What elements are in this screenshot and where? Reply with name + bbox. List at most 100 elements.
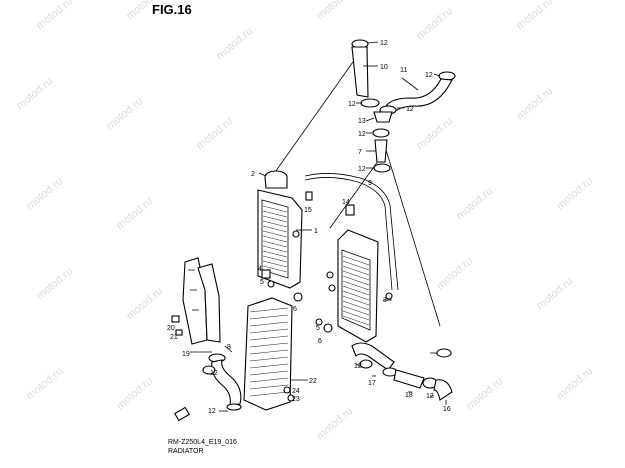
callout-12: 12 bbox=[354, 363, 362, 370]
radiator-shroud-19 bbox=[171, 257, 221, 345]
watermark-text: motod.ru bbox=[454, 185, 495, 222]
collar-5b bbox=[315, 318, 323, 326]
washer-21 bbox=[175, 329, 183, 336]
figure-name: RADIATOR bbox=[168, 448, 204, 455]
callout-2: 2 bbox=[251, 171, 255, 178]
callout-6: 6 bbox=[318, 338, 322, 345]
callout-12: 12 bbox=[210, 370, 218, 377]
callout-5: 5 bbox=[260, 279, 264, 286]
callout-7: 7 bbox=[358, 149, 362, 156]
collar-5 bbox=[267, 280, 275, 288]
joint-13 bbox=[373, 111, 393, 123]
watermark-text: motod.ru bbox=[214, 25, 255, 62]
bolt-20 bbox=[171, 315, 180, 323]
watermark-text: motod.ru bbox=[34, 265, 75, 302]
callout-12: 12 bbox=[425, 72, 433, 79]
bolt-right-radiator-c bbox=[385, 292, 393, 300]
callout-6: 6 bbox=[293, 306, 297, 313]
hose-clamp-12-lr-a bbox=[359, 359, 373, 369]
fitting-14 bbox=[345, 204, 355, 216]
watermark-text: motod.ru bbox=[114, 375, 155, 412]
callout-3: 3 bbox=[383, 297, 387, 304]
hose-clamp-12-mid bbox=[360, 98, 380, 108]
watermark-text: motod.ru bbox=[414, 5, 455, 42]
callout-9: 9 bbox=[368, 180, 372, 187]
callout-12: 12 bbox=[358, 166, 366, 173]
callout-12: 12 bbox=[426, 393, 434, 400]
radiator-left-1 bbox=[257, 189, 355, 289]
watermark-text: motod.ru bbox=[414, 115, 455, 152]
callout-14: 14 bbox=[342, 199, 350, 206]
callout-17: 17 bbox=[368, 380, 376, 387]
radiator-right-3 bbox=[326, 229, 393, 343]
figure-title: FIG.16 bbox=[152, 2, 192, 17]
callout-5: 5 bbox=[316, 325, 320, 332]
bolt-left-radiator bbox=[292, 230, 300, 238]
watermark-text: motod.ru bbox=[434, 255, 475, 292]
hose-clamp-12-ll-lower bbox=[226, 403, 242, 411]
callout-19: 19 bbox=[182, 351, 190, 358]
callout-12: 12 bbox=[348, 101, 356, 108]
hose-clamp-12-lower bbox=[372, 128, 390, 138]
upper-hose-assembly bbox=[351, 39, 456, 173]
callout-20: 20 bbox=[167, 325, 175, 332]
watermark-text: motod.ru bbox=[104, 95, 145, 132]
bolt-24 bbox=[283, 386, 291, 394]
watermark-text: motod.ru bbox=[314, 405, 355, 442]
watermark-text: motod.ru bbox=[464, 375, 505, 412]
bolt-right-radiator-b bbox=[328, 284, 336, 292]
lower-right-hoses bbox=[351, 342, 453, 401]
callout-12: 12 bbox=[208, 408, 216, 415]
watermark-text: motod.ru bbox=[124, 285, 165, 322]
washer-23 bbox=[287, 394, 295, 402]
callout-23: 23 bbox=[292, 396, 300, 403]
hose-10 bbox=[351, 46, 369, 98]
hose-7 bbox=[374, 139, 388, 163]
callout-12: 12 bbox=[358, 131, 366, 138]
watermark-text: motod.ru bbox=[14, 75, 55, 112]
mount-hardware bbox=[261, 269, 333, 333]
bolt-6b bbox=[323, 323, 333, 333]
callout-12: 12 bbox=[406, 106, 414, 113]
hose-11 bbox=[385, 78, 453, 113]
watermark-text: motod.ru bbox=[24, 175, 65, 212]
watermark-layer: motod.ru motod.ru motod.ru motod.ru motod.ru… bbox=[14, 0, 595, 442]
overflow-tube-9 bbox=[304, 173, 399, 291]
figure-code: RM-Z250L4_E19_016 bbox=[168, 439, 237, 446]
radiator-cap-2 bbox=[264, 170, 288, 189]
callout-16: 16 bbox=[443, 406, 451, 413]
tag-bracket bbox=[174, 406, 190, 422]
guide-lines bbox=[265, 51, 441, 327]
watermark-text: motod.ru bbox=[114, 195, 155, 232]
watermark-text: motod.ru bbox=[534, 275, 575, 312]
callout-8: 8 bbox=[227, 344, 231, 351]
radiator-guard-22 bbox=[243, 297, 295, 411]
watermark-text: motod.ru bbox=[34, 0, 75, 32]
fitting-15 bbox=[305, 191, 313, 201]
callout-4: 4 bbox=[258, 266, 262, 273]
hose-clamp-12-lr-top bbox=[436, 348, 452, 358]
callout-12: 12 bbox=[380, 40, 388, 47]
callout-18: 18 bbox=[405, 392, 413, 399]
hose-clamp-12-ll-upper bbox=[202, 365, 216, 375]
watermark-text: motod.ru bbox=[314, 0, 355, 22]
bolt-6 bbox=[293, 292, 303, 302]
callout-24: 24 bbox=[292, 388, 300, 395]
lower-left-hose-8 bbox=[174, 353, 242, 422]
watermark-text: motod.ru bbox=[514, 85, 555, 122]
bolt-right-radiator-a bbox=[326, 271, 334, 279]
watermark-text: motod.ru bbox=[554, 365, 595, 402]
pipe-18 bbox=[393, 369, 425, 389]
callout-21: 21 bbox=[170, 334, 178, 341]
hose-16 bbox=[433, 379, 453, 401]
mount-4 bbox=[261, 269, 271, 279]
watermark-text: motod.ru bbox=[194, 115, 235, 152]
hose-clamp-12-bottom bbox=[373, 163, 391, 173]
callout-10: 10 bbox=[380, 64, 388, 71]
callout-11: 11 bbox=[400, 67, 407, 74]
callout-15: 15 bbox=[304, 207, 312, 214]
leader-lines bbox=[190, 41, 447, 412]
